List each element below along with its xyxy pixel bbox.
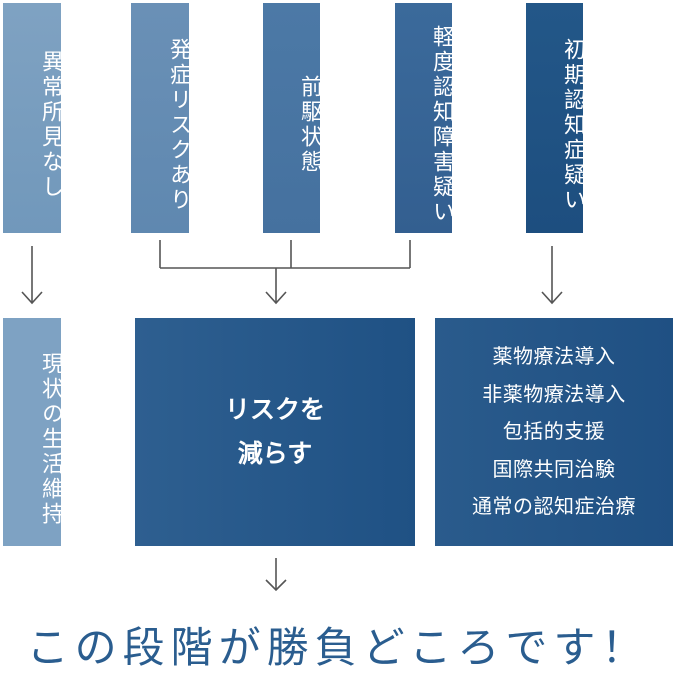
stage-box-onset-risk: 発症リスクあり bbox=[131, 3, 191, 233]
stage-box-early-dementia: 初期認知症疑い bbox=[526, 3, 585, 233]
outcome-label: 現状の生活維持 bbox=[38, 351, 63, 527]
outcome-box-maintain: 現状の生活維持 bbox=[3, 318, 63, 546]
arrowhead-bottom bbox=[265, 579, 287, 592]
arrowhead-left bbox=[21, 291, 43, 305]
outcome-line: リスクを bbox=[224, 395, 325, 424]
stage-label: 前駆状態 bbox=[297, 75, 322, 175]
treatment-item: 国際共同治験 bbox=[492, 456, 616, 481]
treatment-item: 通常の認知症治療 bbox=[472, 494, 636, 519]
stage-box-suspected-mci: 軽度認知障害疑い bbox=[395, 3, 454, 233]
stage-label: 異常所見なし bbox=[38, 50, 63, 200]
stage-label: 発症リスクあり bbox=[166, 37, 191, 213]
outcome-line: 減らす bbox=[237, 439, 313, 468]
treatment-item: 包括的支援 bbox=[502, 419, 606, 444]
arrowhead-right bbox=[541, 291, 563, 305]
outcome-box-treatment: 薬物療法導入 非薬物療法導入 包括的支援 国際共同治験 通常の認知症治療 bbox=[435, 318, 673, 546]
tagline: この段階が勝負どころです！ bbox=[26, 623, 650, 672]
stage-box-no-abnormality: 異常所見なし bbox=[3, 3, 63, 233]
arrowhead-middle bbox=[265, 291, 287, 305]
outcome-box-reduce-risk: リスクを 減らす bbox=[135, 318, 415, 546]
stage-box-prodromal: 前駆状態 bbox=[263, 3, 322, 233]
treatment-item: 非薬物療法導入 bbox=[482, 381, 626, 406]
treatment-item: 薬物療法導入 bbox=[492, 344, 616, 369]
stage-label: 初期認知症疑い bbox=[560, 37, 585, 213]
stage-label: 軽度認知障害疑い bbox=[429, 25, 454, 225]
